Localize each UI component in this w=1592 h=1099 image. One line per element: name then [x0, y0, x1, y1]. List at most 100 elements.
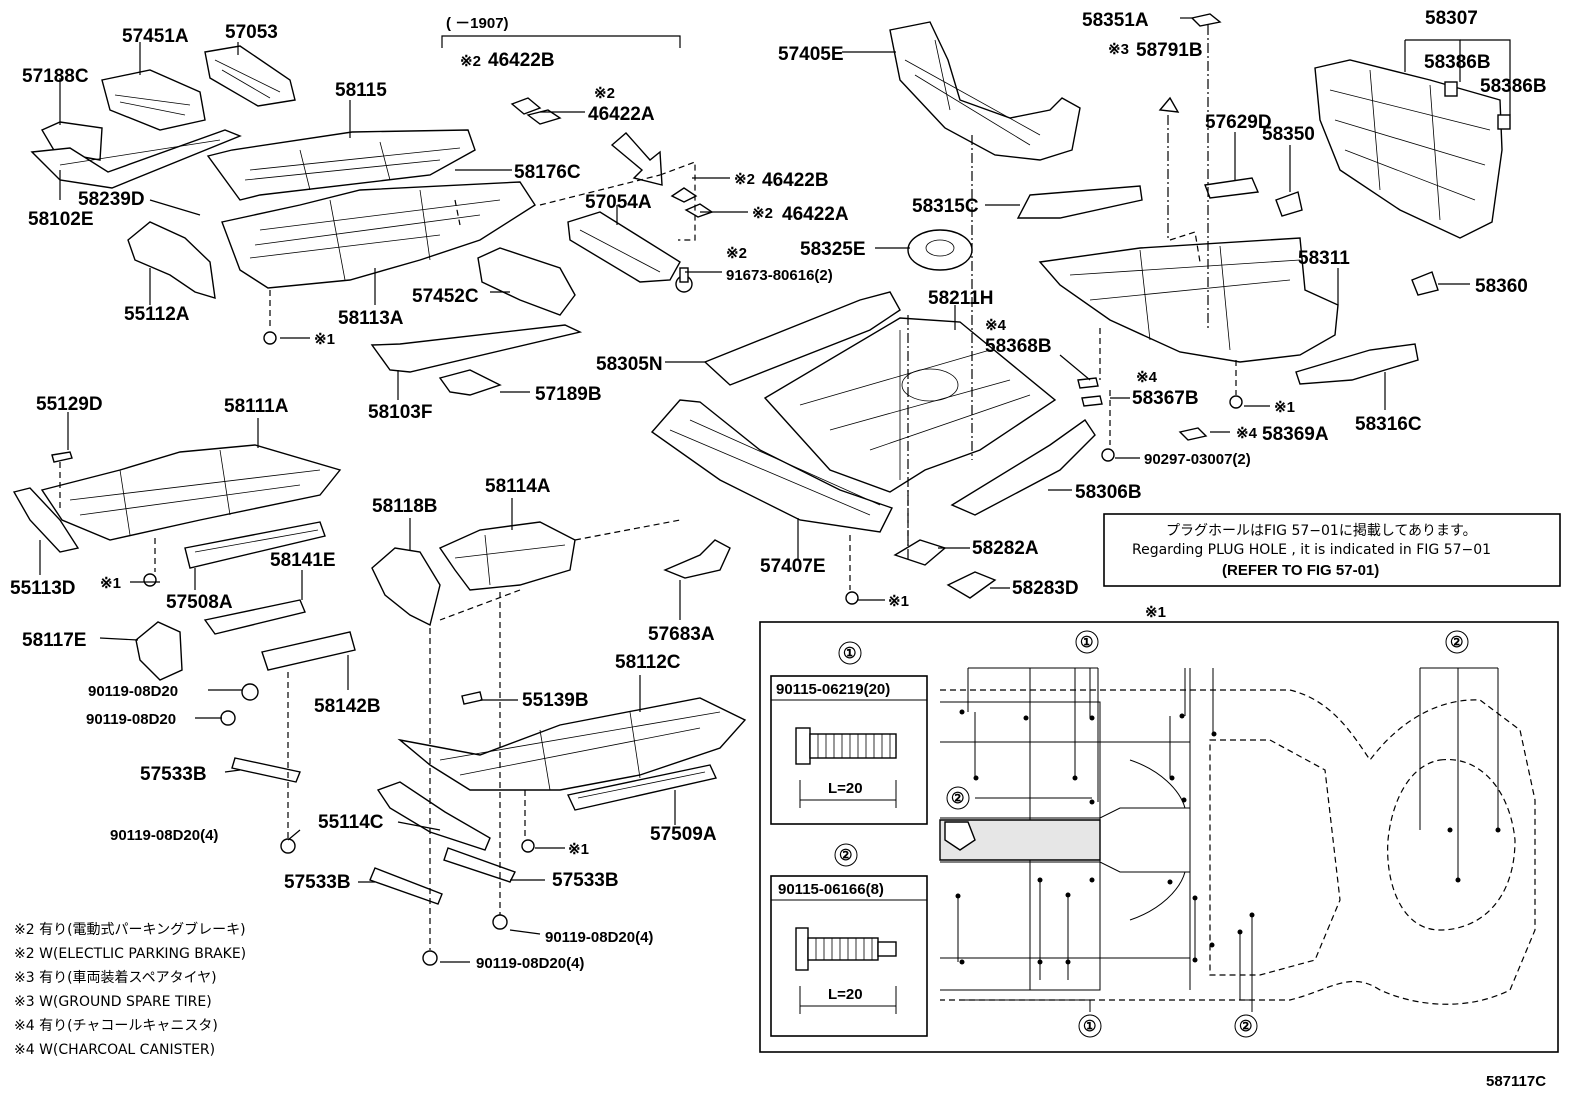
part-57053-drawing — [204, 45, 296, 107]
part-label[interactable]: 58113A — [338, 308, 404, 329]
part-label[interactable]: 57533B — [140, 764, 207, 785]
figure-id: 587117C — [1486, 1073, 1546, 1090]
part-55112A-drawing — [127, 221, 216, 299]
detail-panel: ※1 ① 90115-06219(20) L=20 ② 90115-06166(… — [759, 604, 1559, 1053]
part-label[interactable]: 46422B — [488, 50, 555, 71]
part-58141E-drawing — [203, 599, 306, 635]
part-drawings — [12, 13, 1511, 966]
part-label[interactable]: 58239D — [78, 189, 145, 210]
part-label[interactable]: 58117E — [22, 630, 86, 651]
part-label[interactable]: 58351A — [1082, 10, 1149, 31]
part-label[interactable]: 58386B — [1480, 76, 1547, 97]
part-label[interactable]: 90119-08D20(4) — [110, 827, 218, 844]
part-58305N-drawing — [703, 291, 901, 386]
part-label[interactable]: 55139B — [522, 690, 589, 711]
part-label[interactable]: 58141E — [270, 550, 336, 571]
part-label[interactable]: 58103F — [368, 402, 432, 423]
note-mark: ※1 — [100, 575, 121, 592]
part-label[interactable]: 57629D — [1205, 112, 1272, 133]
part-label[interactable]: 58283D — [1012, 578, 1079, 599]
direction-arrow — [610, 132, 663, 186]
part-label[interactable]: 58367B — [1132, 388, 1199, 409]
part-label[interactable]: 57053 — [225, 22, 278, 43]
part-label[interactable]: 57189B — [535, 384, 602, 405]
part-label[interactable]: 58368B — [985, 336, 1052, 357]
bolt-1-part[interactable]: 90115-06219(20) — [776, 681, 890, 698]
note-mark: ※1 — [568, 841, 589, 858]
part-label[interactable]: 46422A — [588, 104, 655, 125]
part-label[interactable]: 91673-80616(2) — [726, 267, 833, 284]
part-label[interactable]: 57452C — [412, 286, 479, 307]
part-label[interactable]: 58305N — [596, 354, 663, 375]
note-mark: ※2 — [460, 53, 481, 70]
note-mark: ※1 — [314, 331, 335, 348]
part-label[interactable]: 46422A — [782, 204, 849, 225]
part-label[interactable]: 58369A — [1262, 424, 1329, 445]
part-57629D-drawing — [1204, 177, 1260, 199]
part-55113D-drawing — [12, 487, 80, 553]
part-label[interactable]: 90119-08D20 — [86, 711, 176, 728]
legend-item: ※3 W(GROUND SPARE TIRE) — [14, 994, 212, 1010]
part-label[interactable]: 90297-03007(2) — [1144, 451, 1251, 468]
part-label[interactable]: 57188C — [22, 66, 89, 87]
info-line-en: Regarding PLUG HOLE , it is indicated in… — [1132, 542, 1491, 558]
part-label[interactable]: 57407E — [760, 556, 826, 577]
circle-1-label: ① — [843, 645, 856, 662]
part-label[interactable]: 57533B — [284, 872, 351, 893]
part-label[interactable]: 58115 — [335, 80, 387, 101]
part-label[interactable]: 58114A — [485, 476, 551, 497]
part-label[interactable]: 58315C — [912, 196, 979, 217]
part-label[interactable]: 46422B — [762, 170, 829, 191]
part-label[interactable]: 58307 — [1425, 8, 1478, 29]
part-label[interactable]: 58111A — [224, 396, 289, 417]
part-label[interactable]: 90119-08D20(4) — [545, 929, 653, 946]
part-label[interactable]: 57509A — [650, 824, 717, 845]
part-label[interactable]: 57451A — [122, 26, 189, 47]
part-46422B-drawing — [510, 97, 542, 115]
part-58306B-drawing — [950, 419, 1096, 516]
bolt-2-part[interactable]: 90115-06166(8) — [778, 881, 884, 898]
part-58102E-drawing — [30, 129, 242, 189]
part-57533B-drawing — [231, 757, 301, 783]
part-label[interactable]: 58176C — [514, 162, 581, 183]
part-label[interactable]: 90119-08D20 — [88, 683, 178, 700]
part-label[interactable]: 57054A — [585, 192, 652, 213]
part-label[interactable]: 90119-08D20(4) — [476, 955, 584, 972]
part-label[interactable]: 58306B — [1075, 482, 1142, 503]
part-label[interactable]: 55113D — [10, 578, 76, 599]
part-label[interactable]: 58350 — [1262, 124, 1315, 145]
part-label[interactable]: 58282A — [972, 538, 1039, 559]
part-label[interactable]: 58118B — [372, 496, 438, 517]
part-label[interactable]: 58112C — [615, 652, 681, 673]
fastener-points — [955, 667, 1501, 1012]
part-58350-drawing — [1275, 191, 1303, 217]
part-label[interactable]: 58386B — [1424, 52, 1491, 73]
part-label[interactable]: 57508A — [166, 592, 233, 613]
part-57683A-drawing — [663, 539, 731, 579]
part-label[interactable]: 58325E — [800, 239, 866, 260]
callout-2-left: ② — [951, 790, 964, 807]
bolt-2-length: L=20 — [828, 986, 863, 1003]
part-label[interactable]: 58316C — [1355, 414, 1422, 435]
callout-1-bottom: ① — [1083, 1018, 1096, 1035]
note-mark: ※2 — [726, 245, 747, 262]
part-57508A-drawing — [184, 521, 326, 569]
info-line-jp: プラグホールはFIG 57−01に掲載してあります。 — [1166, 523, 1477, 539]
part-label[interactable]: 55129D — [36, 394, 103, 415]
part-label[interactable]: 58102E — [28, 209, 94, 230]
part-label[interactable]: 55114C — [318, 812, 384, 833]
part-57054A-drawing — [567, 211, 681, 283]
part-label[interactable]: 58791B — [1136, 40, 1203, 61]
part-58307-drawing — [1314, 59, 1503, 239]
part-58111A-drawing — [40, 444, 342, 541]
part-label[interactable]: 57533B — [552, 870, 619, 891]
part-label[interactable]: 58360 — [1475, 276, 1528, 297]
part-label[interactable]: 57683A — [648, 624, 715, 645]
part-58283D-drawing — [946, 571, 997, 599]
part-label[interactable]: 58311 — [1298, 248, 1350, 269]
part-label[interactable]: 58211H — [928, 288, 994, 309]
part-label[interactable]: 55112A — [124, 304, 190, 325]
part-label[interactable]: 58142B — [314, 696, 381, 717]
part-label[interactable]: 57405E — [778, 44, 844, 65]
